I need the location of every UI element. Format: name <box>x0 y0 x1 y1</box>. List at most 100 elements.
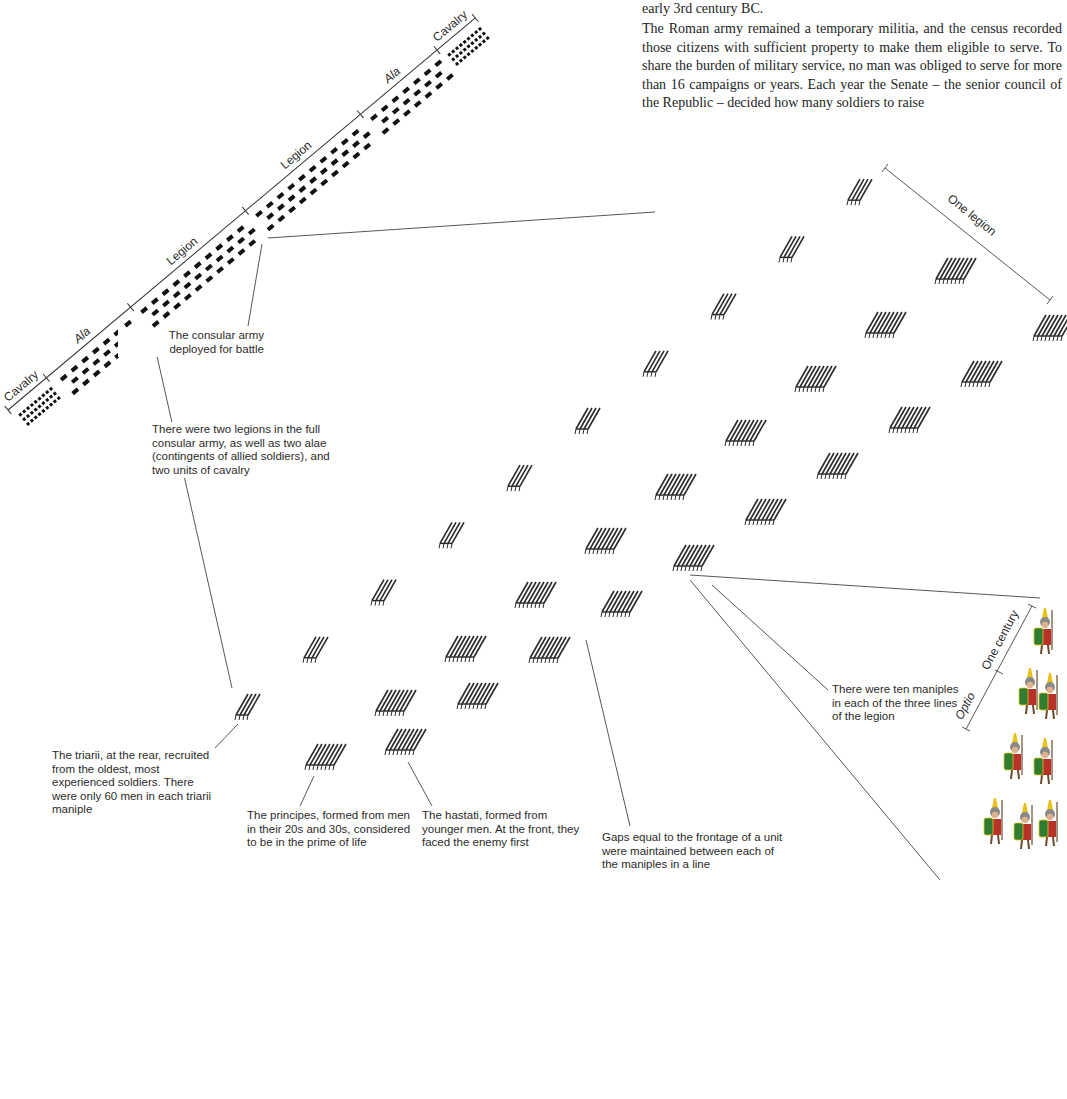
soldier-file <box>774 499 786 520</box>
leg <box>1046 837 1047 846</box>
soldier-leg <box>469 704 470 709</box>
callout-text: The hastati, formed from younger men. At… <box>420 808 589 851</box>
maniple-mark <box>162 311 170 319</box>
soldier-leg <box>893 333 894 338</box>
soldier-leg <box>1033 336 1034 341</box>
maniple-icon <box>673 545 714 571</box>
soldier-leg <box>553 658 554 663</box>
maniple-icon <box>817 453 858 479</box>
callout-text: The consular army deployed for battle <box>118 328 266 357</box>
maniple-mark <box>434 60 442 68</box>
soldier-leg <box>457 704 458 709</box>
maniple-icon <box>1033 315 1067 341</box>
maniple-icon <box>371 580 396 606</box>
bracket-tick <box>434 46 440 54</box>
maniple-mark <box>381 116 389 124</box>
maniple-icon <box>585 528 626 554</box>
soldier-file <box>588 408 600 429</box>
soldier-leg <box>443 543 444 548</box>
maniple-mark <box>194 273 202 281</box>
maniple-mark <box>162 300 170 308</box>
maniple-mark <box>173 291 181 299</box>
leg <box>1026 705 1027 714</box>
soldier-leg <box>779 257 780 262</box>
maniple-mark <box>103 349 111 357</box>
soldier-leg <box>315 658 316 663</box>
maniple-icon <box>235 694 260 720</box>
soldier-leg <box>393 750 394 755</box>
maniple-mark <box>330 147 338 155</box>
cavalry-mark <box>30 403 34 407</box>
soldier-leg <box>725 441 726 446</box>
soldier-leg <box>715 315 716 320</box>
soldier-leg <box>807 387 808 392</box>
maniple-mark <box>331 158 339 166</box>
cavalry-mark <box>49 395 53 399</box>
soldier-leg <box>305 765 306 770</box>
spear <box>1056 802 1057 842</box>
maniple-mark <box>309 176 317 184</box>
soldier-leg <box>587 429 588 434</box>
soldier-leg <box>515 486 516 491</box>
soldier-leg <box>893 428 894 433</box>
leg <box>1033 705 1034 714</box>
plume <box>1027 668 1033 678</box>
soldier-leg <box>533 658 534 663</box>
soldier-leg <box>473 657 474 662</box>
maniple-mark <box>93 370 101 378</box>
soldier-leg <box>519 486 520 491</box>
soldier-leg <box>673 566 674 571</box>
soldier-leg <box>575 429 576 434</box>
bracket-tick <box>472 14 478 22</box>
soldier-leg <box>965 382 966 387</box>
cavalry-mark <box>53 391 57 395</box>
soldier-leg <box>823 387 824 392</box>
cavalry-mark <box>455 62 459 66</box>
soldier-leg <box>913 428 914 433</box>
soldier-leg <box>647 372 648 377</box>
rank-base <box>576 428 588 429</box>
maniple-mark <box>60 374 68 382</box>
maniple-mark <box>435 71 443 79</box>
callout-text: There were two legions in the full consu… <box>150 422 334 478</box>
soldier-leg <box>815 387 816 392</box>
soldier-leg <box>989 382 990 387</box>
soldier-figure <box>1004 733 1022 779</box>
leg <box>1028 840 1029 849</box>
soldier-leg <box>307 658 308 663</box>
soldier-file <box>990 361 1002 382</box>
maniple-mark <box>413 89 421 97</box>
soldier-leg <box>825 474 826 479</box>
soldier-leg <box>401 750 402 755</box>
leg <box>1053 710 1054 719</box>
soldier-leg <box>549 658 550 663</box>
soldier-leg <box>787 257 788 262</box>
maniple-mark <box>238 248 246 256</box>
soldier-leg <box>583 429 584 434</box>
soldier-leg <box>507 486 508 491</box>
callout-text: There were ten maniples in each of the t… <box>830 682 964 725</box>
soldier-file <box>614 528 626 549</box>
soldier-leg <box>329 765 330 770</box>
maniple-mark <box>403 98 411 106</box>
soldier-leg <box>847 200 848 205</box>
maniple-icon <box>711 294 736 320</box>
maniple-mark <box>277 203 285 211</box>
maniple-mark <box>82 367 90 375</box>
soldier-leg <box>617 612 618 617</box>
soldier-leg <box>939 279 940 284</box>
maniple-mark <box>310 188 318 196</box>
soldier-leg <box>527 603 528 608</box>
soldier-leg <box>855 200 856 205</box>
soldier-leg <box>465 657 466 662</box>
soldier-leg <box>753 441 754 446</box>
soldier-leg <box>579 429 580 434</box>
bracket-tick <box>43 374 49 382</box>
maniple-icon <box>795 366 836 392</box>
maniple-mark <box>341 138 349 146</box>
maniple-mark <box>403 109 411 117</box>
soldier-leg <box>621 612 622 617</box>
maniple-icon <box>889 407 930 433</box>
soldier-leg <box>391 711 392 716</box>
